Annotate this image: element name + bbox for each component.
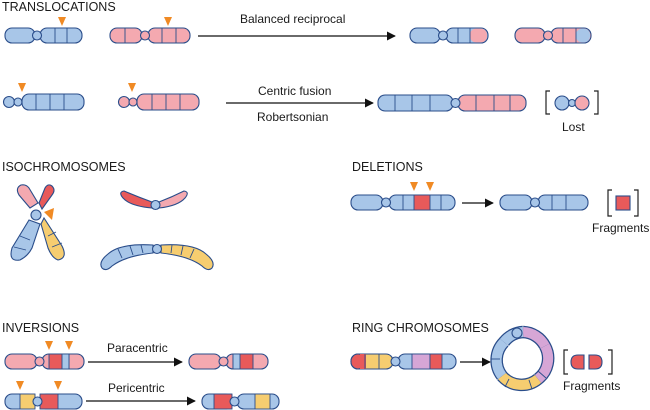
breakpoint-marker-icon xyxy=(426,182,434,191)
label-fragments-ring: Fragments xyxy=(563,379,620,393)
lost-fragment xyxy=(545,90,599,115)
breakpoint-marker-icon xyxy=(54,381,62,390)
label-paracentric: Paracentric xyxy=(107,341,168,355)
ring-fragments xyxy=(563,349,613,375)
breakpoint-marker-icon xyxy=(58,17,66,26)
chromosome-paracentric-before xyxy=(4,341,85,370)
chromosome-pink-1 xyxy=(109,17,191,44)
heading-translocations: TRANSLOCATIONS xyxy=(2,0,116,14)
chromosome-after-deletion xyxy=(499,194,589,211)
chromosome-before-ring xyxy=(350,353,457,370)
label-centric-fusion: Centric fusion xyxy=(258,84,331,98)
label-balanced-reciprocal: Balanced reciprocal xyxy=(240,12,345,26)
chromosome-blue-1 xyxy=(4,17,83,44)
heading-deletions: DELETIONS xyxy=(352,160,423,174)
chromosome-translocated-blue xyxy=(409,27,489,44)
chromosome-fused xyxy=(377,94,527,112)
label-robertsonian: Robertsonian xyxy=(257,110,328,124)
label-fragments-deletion: Fragments xyxy=(592,221,649,235)
chromosome-pericentric-after xyxy=(201,393,280,410)
deletion-fragment xyxy=(607,189,639,217)
isochromosome-cross xyxy=(10,184,65,261)
chromosome-acrocentric-pink xyxy=(117,83,200,111)
breakpoint-marker-icon xyxy=(128,83,136,92)
chromosome-before-deletion xyxy=(350,182,456,211)
breakpoint-marker-icon xyxy=(65,341,73,350)
isochromosome-red xyxy=(120,190,188,211)
chromosome-pericentric-before xyxy=(4,381,83,410)
heading-isochromosomes: ISOCHROMOSOMES xyxy=(2,160,126,174)
heading-inversions: INVERSIONS xyxy=(2,321,79,335)
breakpoint-marker-icon xyxy=(164,17,172,26)
chromosome-translocated-pink xyxy=(514,27,592,44)
ring-chromosome xyxy=(490,325,555,392)
isochromosome-long xyxy=(100,243,214,271)
heading-ring-chromosomes: RING CHROMOSOMES xyxy=(352,321,489,335)
breakpoint-marker-icon xyxy=(45,341,53,350)
breakpoint-marker-icon xyxy=(18,83,26,92)
breakpoint-marker-icon xyxy=(410,182,418,191)
breakpoint-marker-icon xyxy=(16,381,24,390)
label-pericentric: Pericentric xyxy=(108,381,165,395)
label-lost: Lost xyxy=(562,120,585,134)
chromosome-acrocentric-blue xyxy=(2,83,85,111)
chromosome-paracentric-after xyxy=(188,353,269,370)
breakpoint-marker-icon xyxy=(44,208,54,220)
